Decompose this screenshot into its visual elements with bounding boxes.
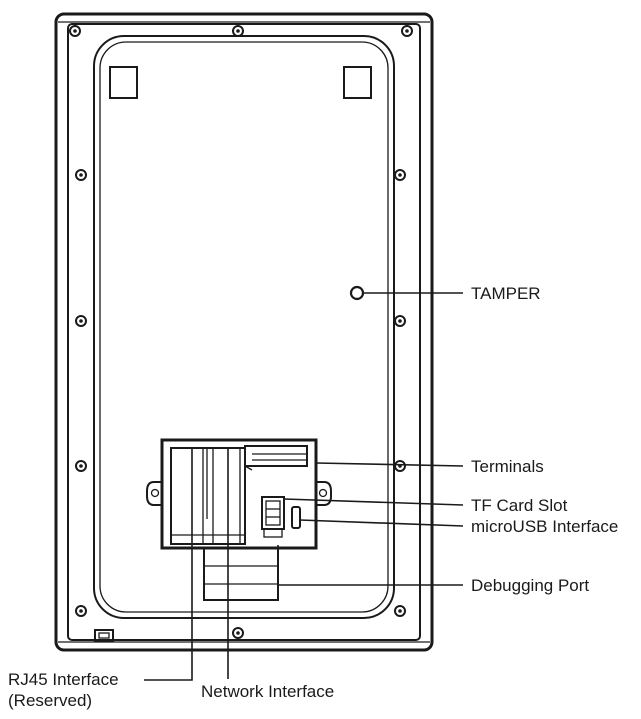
screw-icon xyxy=(69,25,81,37)
screws xyxy=(69,25,413,639)
label-tf-card-slot: TF Card Slot xyxy=(471,496,568,515)
callout-labels: TAMPER Terminals TF Card Slot microUSB I… xyxy=(8,284,618,710)
screw-icon xyxy=(75,605,87,617)
label-microusb-interface: microUSB Interface xyxy=(471,517,618,536)
label-rj45-reserved: (Reserved) xyxy=(8,691,92,710)
screw-icon xyxy=(394,460,406,472)
screw-icon xyxy=(75,315,87,327)
screw-icon xyxy=(75,460,87,472)
label-debugging-port: Debugging Port xyxy=(471,576,589,595)
screw-icon xyxy=(394,605,406,617)
label-rj45-interface: RJ45 Interface xyxy=(8,670,119,689)
mounting-tabs xyxy=(109,66,372,99)
screw-icon xyxy=(75,169,87,181)
bottom-latch xyxy=(94,629,114,642)
label-tamper: TAMPER xyxy=(471,284,541,303)
label-terminals: Terminals xyxy=(471,457,544,476)
inner-panel xyxy=(93,35,395,619)
back-plate xyxy=(54,12,434,652)
screw-icon xyxy=(394,315,406,327)
screw-icon xyxy=(401,25,413,37)
label-network-interface: Network Interface xyxy=(201,682,334,701)
screw-icon xyxy=(232,627,244,639)
leader-lines xyxy=(144,292,464,681)
tamper-switch xyxy=(349,285,365,301)
screw-icon xyxy=(232,25,244,37)
connector-box xyxy=(146,438,332,601)
screw-icon xyxy=(394,169,406,181)
